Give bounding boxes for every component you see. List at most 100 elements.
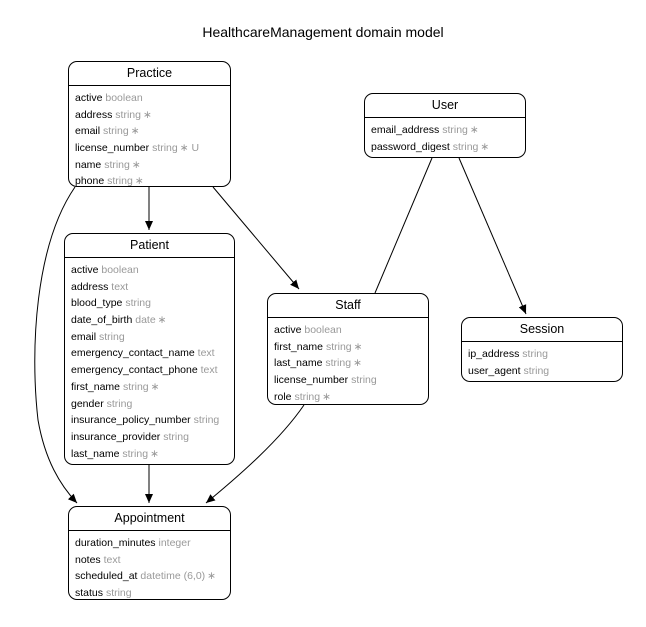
attribute-type: string bbox=[103, 125, 129, 138]
attribute-type: string bbox=[122, 447, 149, 460]
attribute-name: duration_minutes bbox=[75, 537, 156, 549]
entity-header: Patient bbox=[65, 234, 234, 258]
attribute-flag: ∗ bbox=[134, 175, 144, 187]
attribute-type: boolean bbox=[105, 92, 143, 104]
attribute-row: last_name string∗ bbox=[274, 355, 428, 372]
attribute-name: active bbox=[274, 324, 302, 336]
attribute-row: insurance_policy_number string bbox=[71, 412, 234, 429]
attribute-name: first_name bbox=[274, 340, 324, 353]
diagram-title: HealthcareManagement domain model bbox=[202, 24, 444, 40]
edge-practice-staff bbox=[212, 186, 300, 290]
attribute-row: user_agent string bbox=[468, 363, 622, 380]
attribute-flag: ∗ bbox=[469, 124, 479, 136]
attribute-type: date bbox=[135, 314, 156, 327]
attribute-row: blood_type string bbox=[71, 295, 234, 312]
attribute-row: active boolean bbox=[75, 90, 230, 107]
attribute-name: emergency_contact_phone bbox=[71, 364, 198, 377]
edge-practice-appointment bbox=[34, 186, 78, 504]
attribute-row: emergency_contact_phone text bbox=[71, 362, 234, 379]
attribute-type: datetime (6,0) bbox=[140, 570, 206, 583]
edge-staff-appointment bbox=[205, 404, 305, 504]
attribute-row: email string bbox=[71, 329, 234, 346]
attribute-row: last_name string∗ bbox=[71, 446, 234, 463]
entity-header: Appointment bbox=[69, 507, 230, 531]
attribute-row: role string∗ bbox=[274, 389, 428, 404]
attribute-type: string bbox=[103, 464, 129, 465]
attribute-type: string bbox=[523, 364, 550, 377]
attribute-row: license_number string∗ U bbox=[75, 140, 230, 157]
attribute-row: ip_address string bbox=[468, 346, 622, 363]
attribute-flag: ∗ bbox=[157, 314, 167, 327]
attribute-row: notes text bbox=[75, 552, 230, 569]
attribute-type: string bbox=[351, 374, 377, 387]
attribute-name: gender bbox=[71, 397, 104, 410]
attribute-type: string bbox=[193, 414, 220, 427]
attribute-type: string bbox=[294, 390, 321, 403]
attribute-row: duration_minutes integer bbox=[75, 535, 230, 552]
attribute-type: string bbox=[163, 430, 189, 443]
attribute-name: role bbox=[274, 390, 292, 403]
attribute-name: status bbox=[75, 587, 104, 600]
attribute-row: gender string bbox=[71, 396, 234, 413]
attribute-type: string bbox=[104, 158, 130, 171]
attribute-flag: ∗ bbox=[480, 140, 490, 153]
attribute-row: date_of_birth date∗ bbox=[71, 312, 234, 329]
attribute-type: string bbox=[152, 142, 178, 155]
attribute-name: ip_address bbox=[468, 348, 520, 360]
attribute-type: string bbox=[442, 124, 468, 136]
attribute-name: first_name bbox=[71, 380, 121, 393]
attribute-row: emergency_contact_name text bbox=[71, 345, 234, 362]
attribute-type: string bbox=[105, 587, 132, 600]
attribute-name: emergency_contact_name bbox=[71, 347, 195, 360]
attribute-type: text bbox=[111, 280, 129, 293]
attribute-row: email string∗ bbox=[75, 123, 230, 140]
attribute-name: scheduled_at bbox=[75, 570, 138, 583]
attribute-type: text bbox=[200, 364, 218, 377]
attribute-row: status string bbox=[75, 585, 230, 600]
edge-user-session bbox=[458, 157, 527, 315]
attribute-type: string bbox=[115, 108, 141, 121]
attribute-row: password_digest string∗ bbox=[371, 139, 525, 156]
attribute-row: scheduled_at datetime (6,0)∗ bbox=[75, 568, 230, 585]
attribute-type: string bbox=[125, 297, 151, 310]
attribute-name: email_address bbox=[371, 124, 440, 136]
entity-header: Session bbox=[462, 318, 622, 342]
attribute-type: string bbox=[106, 397, 133, 410]
attribute-list: email_address string∗password_digest str… bbox=[365, 118, 525, 155]
attribute-type: integer bbox=[158, 537, 191, 549]
attribute-row: active boolean bbox=[71, 262, 234, 279]
attribute-type: boolean bbox=[101, 264, 139, 276]
attribute-type: string bbox=[99, 330, 125, 343]
attribute-type: text bbox=[103, 553, 121, 566]
attribute-row: email_address string∗ bbox=[371, 122, 525, 139]
attribute-row: first_name string∗ bbox=[274, 339, 428, 356]
attribute-name: last_name bbox=[71, 447, 120, 460]
attribute-type: string bbox=[325, 357, 352, 370]
attribute-flag: ∗ bbox=[150, 380, 160, 393]
attribute-flag: ∗ bbox=[142, 108, 152, 121]
attribute-flag: ∗ bbox=[353, 340, 363, 353]
attribute-row: insurance_provider string bbox=[71, 429, 234, 446]
attribute-row: phone string∗ bbox=[71, 462, 234, 465]
attribute-type: string bbox=[122, 380, 149, 393]
attribute-row: first_name string∗ bbox=[71, 379, 234, 396]
attribute-row: address text bbox=[71, 279, 234, 296]
attribute-name: password_digest bbox=[371, 140, 450, 153]
attribute-name: notes bbox=[75, 553, 101, 566]
entity-header: User bbox=[365, 94, 525, 118]
attribute-row: name string∗ bbox=[75, 157, 230, 174]
attribute-name: insurance_provider bbox=[71, 430, 161, 443]
attribute-name: license_number bbox=[75, 142, 150, 155]
